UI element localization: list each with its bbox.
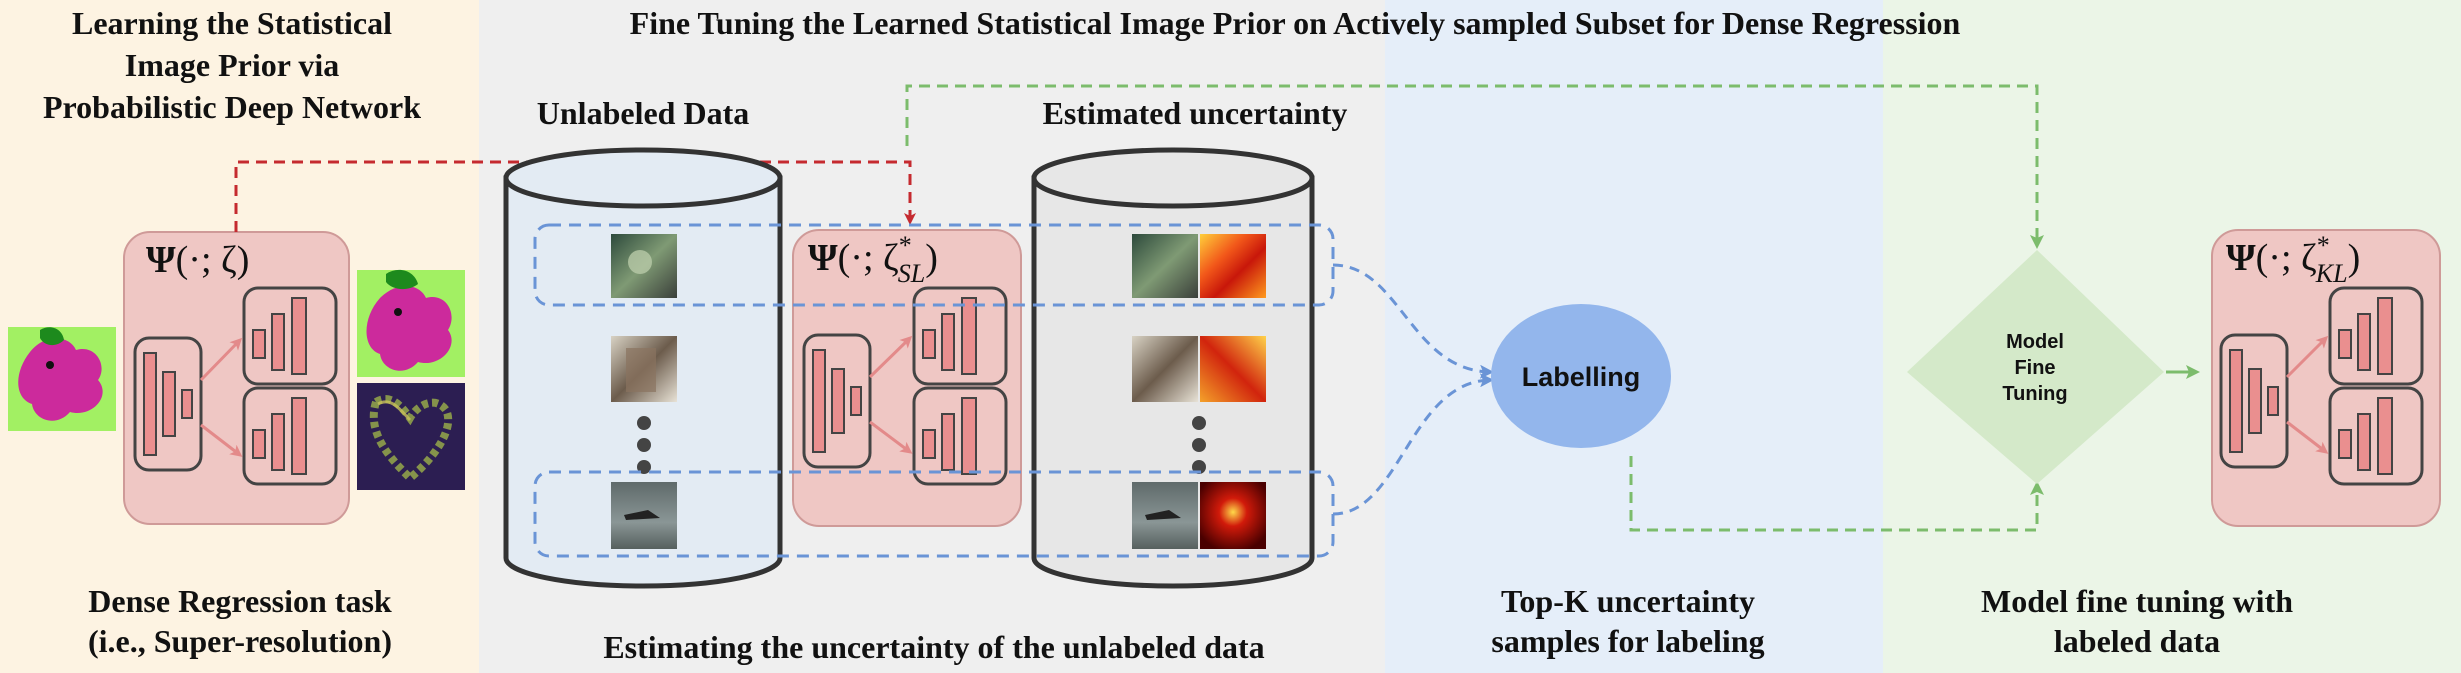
uncertainty-map-image	[357, 383, 465, 490]
left-title-line-3: Probabilistic Deep Network	[43, 89, 421, 125]
output-sr-image	[357, 269, 465, 377]
topk-line-2: samples for labeling	[1491, 623, 1764, 659]
network-icon	[2219, 286, 2424, 486]
decision-line-1: Model	[2006, 331, 2064, 353]
unlabeled-image-3	[611, 482, 677, 549]
green-dashed-arrow-icon	[1629, 456, 2044, 532]
network-icon	[133, 286, 338, 486]
unlabeled-data-label: Unlabeled Data	[537, 95, 749, 131]
left-bottom-line-2: (i.e., Super-resolution)	[88, 623, 392, 659]
left-bottom-line-1: Dense Regression task	[88, 583, 392, 619]
uncertainty-image-2	[1132, 336, 1266, 402]
top-title: Fine Tuning the Learned Statistical Imag…	[630, 5, 1961, 41]
green-dashed-arrow-icon	[905, 84, 2044, 249]
left-title-line-1: Learning the Statistical	[72, 5, 392, 41]
fine-tuning-decision-node: Model Fine Tuning	[1907, 250, 2164, 484]
decision-line-3: Tuning	[2002, 383, 2067, 405]
pretrained-model-label: Ψ(·; ζ)	[146, 239, 249, 281]
topk-line-1: Top-K uncertainty	[1501, 583, 1755, 619]
sampling-model-label: Ψ(·; ζ*SL)	[808, 231, 938, 288]
unlabeled-image-1	[611, 234, 677, 298]
middle-bottom-caption: Estimating the uncertainty of the unlabe…	[603, 629, 1264, 665]
labelling-node: Labelling	[1491, 304, 1671, 448]
unlabeled-image-2	[611, 336, 677, 402]
top-sample-selection-box	[533, 223, 1335, 307]
blue-dashed-arrow-icon	[1332, 263, 1494, 379]
blue-dashed-arrow-icon	[1332, 373, 1494, 516]
ellipsis-dots-icon	[637, 416, 651, 474]
network-icon	[802, 286, 1008, 486]
pretrained-model-box: Ψ(·; ζ)	[123, 231, 350, 525]
input-lr-image	[8, 327, 116, 431]
sampling-model-box: Ψ(·; ζ*SL)	[792, 229, 1022, 527]
finetuned-model-box: Ψ(·; ζ*KL)	[2211, 229, 2441, 527]
finetune-line-2: labeled data	[2054, 623, 2220, 659]
finetuned-model-label: Ψ(·; ζ*KL)	[2226, 231, 2360, 288]
labelling-label: Labelling	[1522, 362, 1641, 392]
ellipsis-dots-icon	[1192, 416, 1206, 474]
bottom-sample-selection-box	[533, 470, 1335, 558]
decision-line-2: Fine	[2014, 357, 2055, 379]
left-title-line-2: Image Prior via	[125, 47, 339, 83]
uncertainty-image-1	[1132, 234, 1266, 298]
uncertainty-image-3	[1132, 482, 1266, 549]
finetune-line-1: Model fine tuning with	[1981, 583, 2293, 619]
estimated-uncertainty-label: Estimated uncertainty	[1043, 95, 1348, 131]
